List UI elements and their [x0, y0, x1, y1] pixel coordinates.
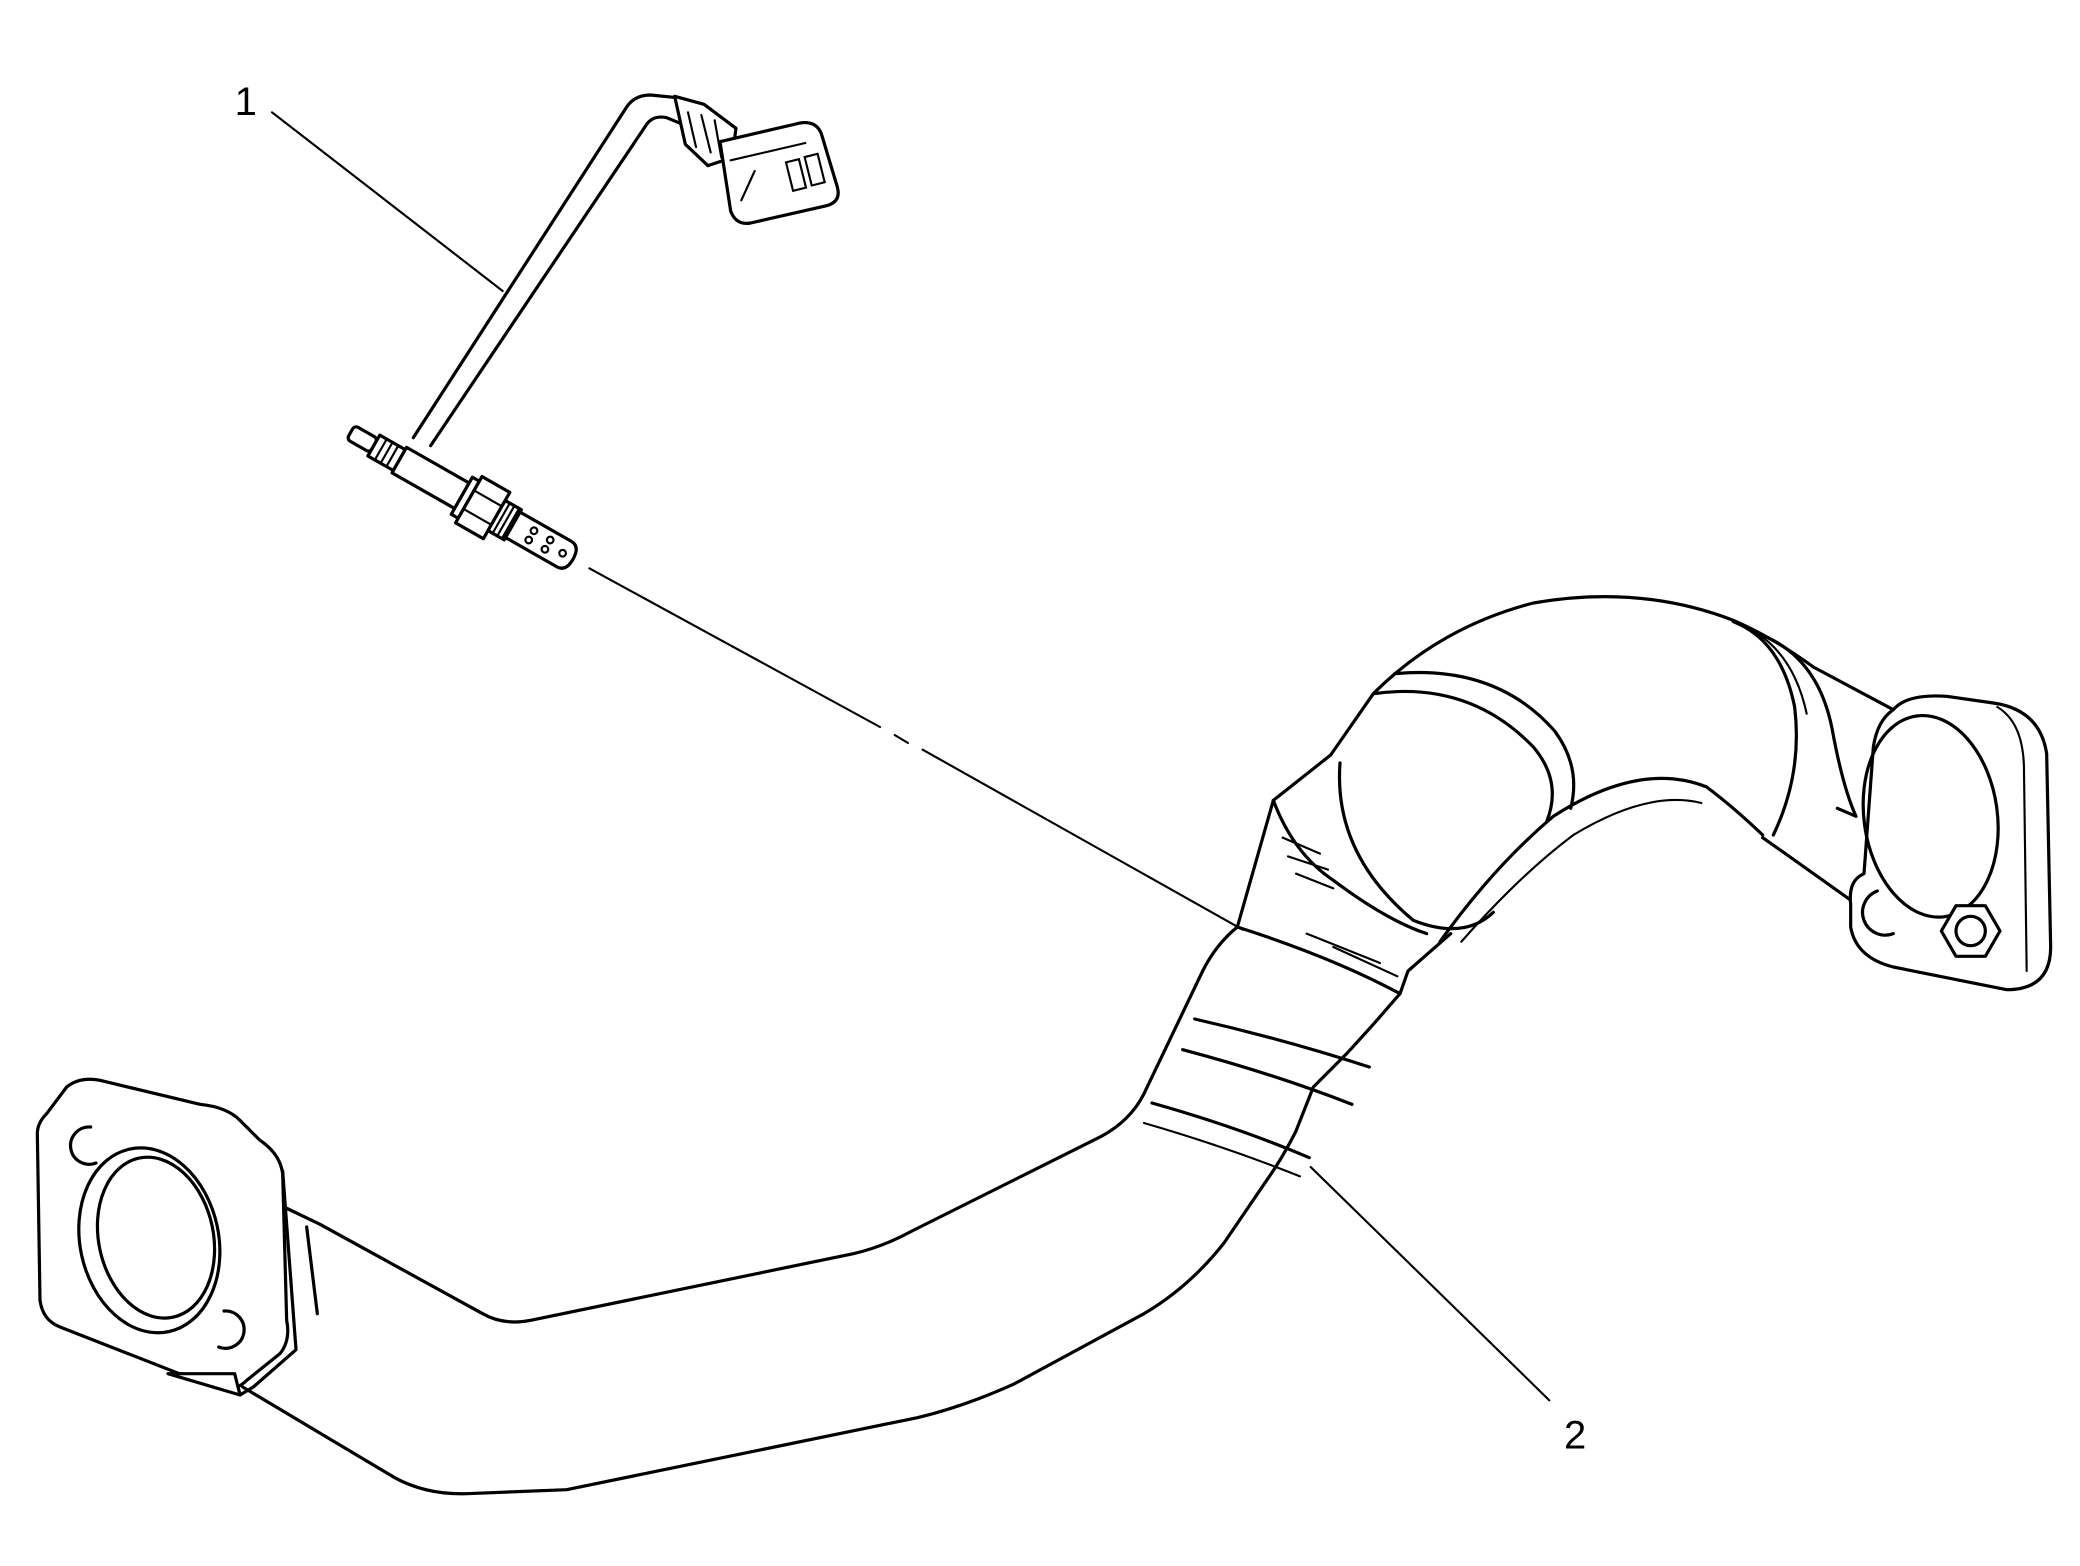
pipe-bands	[1142, 1017, 1371, 1178]
sensor-connector	[673, 94, 840, 225]
right-tube-top-edge	[1811, 665, 1895, 712]
heat-shield	[1235, 753, 1453, 996]
left-flange	[35, 1077, 298, 1397]
right-flange	[1848, 694, 2053, 992]
callout-2-leader-line	[1309, 1165, 1551, 1402]
right-flange-port	[1861, 713, 2000, 919]
callout-1: 1	[235, 80, 504, 293]
left-flange-port	[77, 1146, 222, 1335]
callout-2: 2	[1309, 1165, 1586, 1457]
left-flange-bolt-hole-bottom	[217, 1309, 246, 1350]
bend-clamp-left	[1371, 670, 1576, 824]
callout-2-label: 2	[1564, 1413, 1586, 1457]
pipe-bottom-edge	[241, 992, 1402, 1496]
left-flange-bolt-hole-top	[68, 1125, 98, 1166]
pipe-bend	[1329, 595, 1815, 944]
callout-1-leader-line	[270, 111, 504, 293]
pipe-top-edge	[282, 925, 1239, 1324]
exhaust-pipe	[35, 595, 2053, 1496]
sensor-body	[390, 445, 471, 511]
sensor-shield-tip	[503, 510, 578, 570]
right-flange-bolt-hole	[1860, 889, 1895, 937]
right-tube-bottom-edge	[1761, 836, 1866, 912]
right-flange-bolt-nut	[1939, 904, 2002, 958]
callout-1-label: 1	[235, 80, 257, 124]
installation-centerline	[588, 567, 1244, 931]
oxygen-sensor	[346, 425, 578, 570]
bend-clamp-right	[1731, 620, 1858, 837]
connector-housing	[718, 120, 840, 225]
sensor-wire	[411, 93, 685, 448]
